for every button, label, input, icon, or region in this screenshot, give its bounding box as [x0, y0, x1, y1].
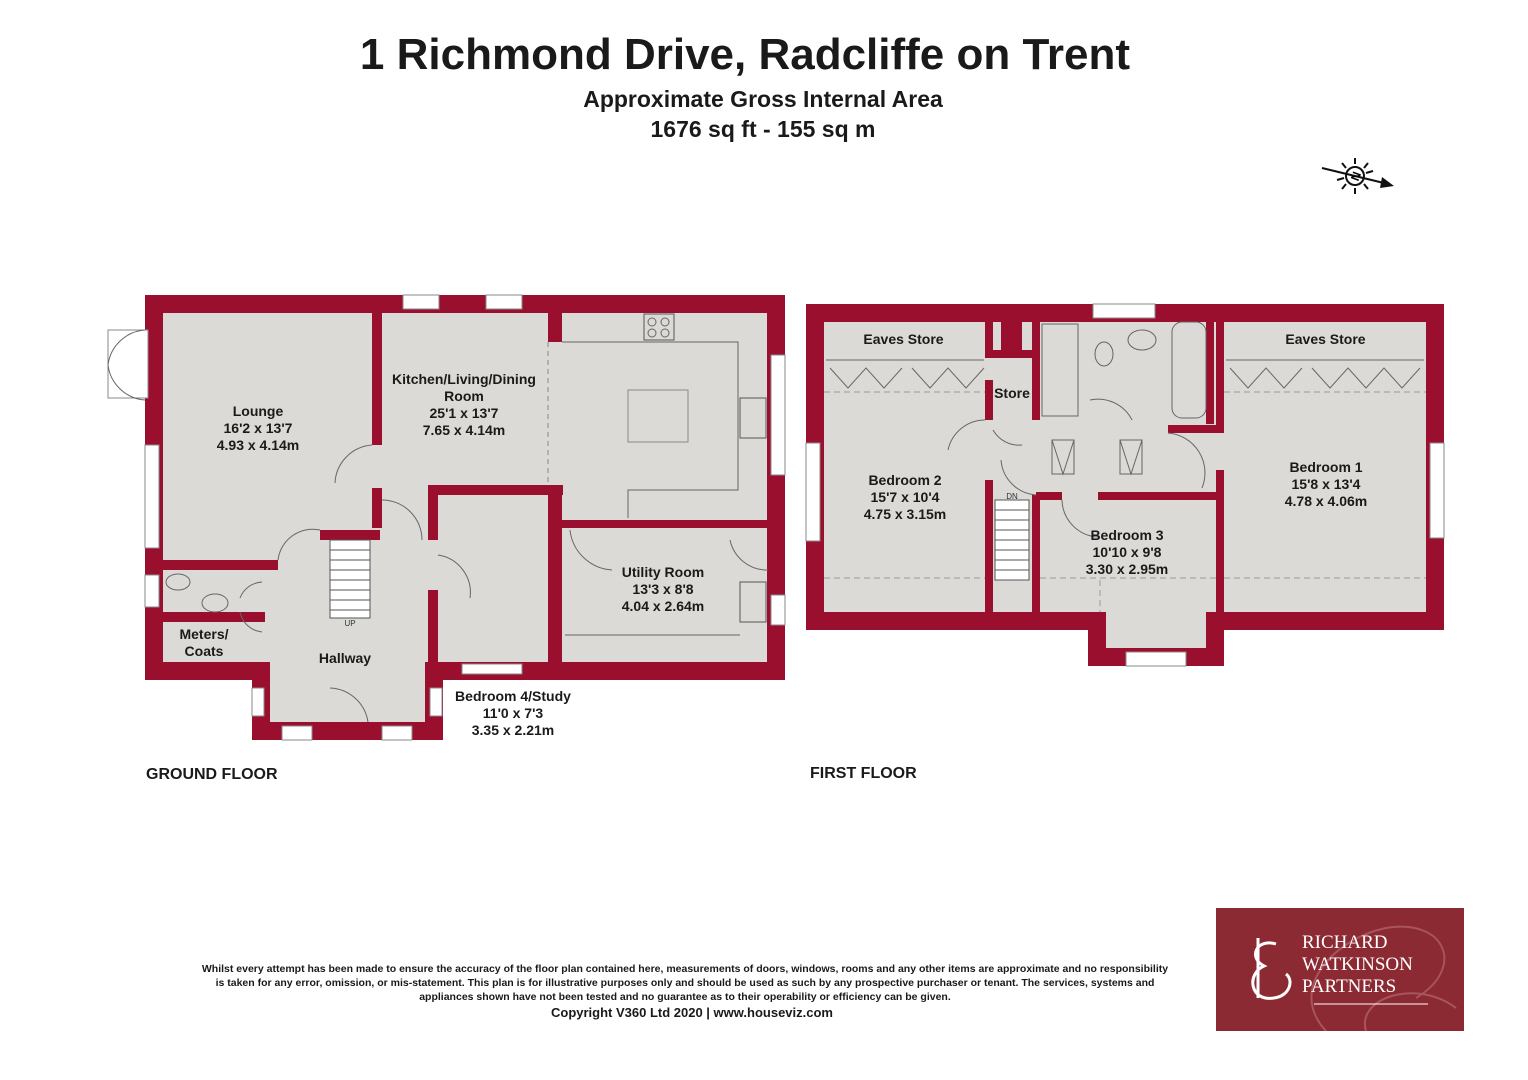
room-name: Meters/	[179, 626, 229, 642]
room-metric: 4.93 x 4.14m	[216, 437, 300, 453]
logo-watermark-icon	[1251, 925, 1457, 1031]
room-imperial: 13'3 x 8'8	[632, 581, 694, 597]
room-kitchen: Kitchen/Living/Dining Room 25'1 x 13'7 7…	[384, 371, 544, 439]
ground-stair-label: UP	[344, 619, 355, 628]
room-imperial: 25'1 x 13'7	[429, 405, 499, 421]
plan-subtitle: Approximate Gross Internal Area	[583, 86, 943, 112]
logo-line-3: PARTNERS	[1302, 976, 1397, 997]
room-metric: 4.04 x 2.64m	[621, 598, 705, 614]
room-name: Utility Room	[621, 564, 705, 580]
room-name: Store	[994, 385, 1030, 401]
room-eaves-store-left: Eaves Store	[846, 331, 961, 348]
agent-logo: RICHARD WATKINSON PARTNERS	[1216, 908, 1464, 1031]
plan-title: 1 Richmond Drive, Radcliffe on Trent	[359, 30, 1131, 79]
room-utility: Utility Room 13'3 x 8'8 4.04 x 2.64m	[603, 564, 723, 615]
room-metric: 7.65 x 4.14m	[422, 422, 506, 438]
room-meters-coats: Meters/ Coats	[168, 626, 240, 660]
room-bedroom-4: Bedroom 4/Study 11'0 x 7'3 3.35 x 2.21m	[443, 688, 583, 739]
north-arrow-icon: N	[1321, 158, 1394, 194]
room-store: Store	[990, 385, 1034, 402]
room-name: Bedroom 1	[1289, 459, 1363, 475]
room-imperial: 10'10 x 9'8	[1092, 544, 1162, 560]
room-name: Bedroom 2	[868, 472, 942, 488]
first-floor-label: FIRST FLOOR	[810, 765, 917, 782]
ground-floor-label: GROUND FLOOR	[146, 766, 278, 783]
room-eaves-store-right: Eaves Store	[1268, 331, 1383, 348]
room-bedroom-2: Bedroom 2 15'7 x 10'4 4.75 x 3.15m	[845, 472, 965, 523]
disclaimer: Whilst every attempt has been made to en…	[180, 962, 1190, 1004]
room-bedroom-1: Bedroom 1 15'8 x 13'4 4.78 x 4.06m	[1266, 459, 1386, 510]
disclaimer-line-1: Whilst every attempt has been made to en…	[201, 963, 1169, 975]
first-stair-label: DN	[1006, 492, 1018, 501]
room-name: Eaves Store	[863, 331, 944, 347]
room-name: Bedroom 3	[1090, 527, 1164, 543]
copyright: Copyright V360 Ltd 2020 | www.houseviz.c…	[550, 1005, 833, 1020]
room-metric: 3.30 x 2.95m	[1085, 561, 1169, 577]
disclaimer-line-2: is taken for any error, omission, or mis…	[215, 977, 1155, 989]
room-name: Hallway	[318, 650, 372, 666]
room-bedroom-3: Bedroom 3 10'10 x 9'8 3.30 x 2.95m	[1067, 527, 1187, 578]
logo-line-1: RICHARD	[1302, 932, 1388, 953]
room-lounge: Lounge 16'2 x 13'7 4.93 x 4.14m	[198, 403, 318, 454]
room-imperial: 15'8 x 13'4	[1291, 476, 1361, 492]
room-imperial: 16'2 x 13'7	[223, 420, 293, 436]
disclaimer-line-3: appliances shown have not been tested an…	[419, 991, 951, 1003]
room-name: Kitchen/Living/Dining	[392, 371, 536, 387]
room-hallway: Hallway	[300, 650, 390, 667]
logo-line-2: WATKINSON	[1302, 954, 1413, 975]
room-metric: 4.78 x 4.06m	[1284, 493, 1368, 509]
room-name: Lounge	[232, 403, 284, 419]
room-metric: 3.35 x 2.21m	[471, 722, 555, 738]
room-metric: 4.75 x 3.15m	[863, 506, 947, 522]
room-name: Bedroom 4/Study	[455, 688, 571, 704]
room-imperial: 11'0 x 7'3	[482, 705, 544, 721]
plan-area: 1676 sq ft - 155 sq m	[650, 116, 876, 142]
room-name-2: Room	[444, 388, 484, 404]
room-name-2: Coats	[184, 643, 224, 659]
room-imperial: 15'7 x 10'4	[870, 489, 940, 505]
room-name: Eaves Store	[1285, 331, 1366, 347]
